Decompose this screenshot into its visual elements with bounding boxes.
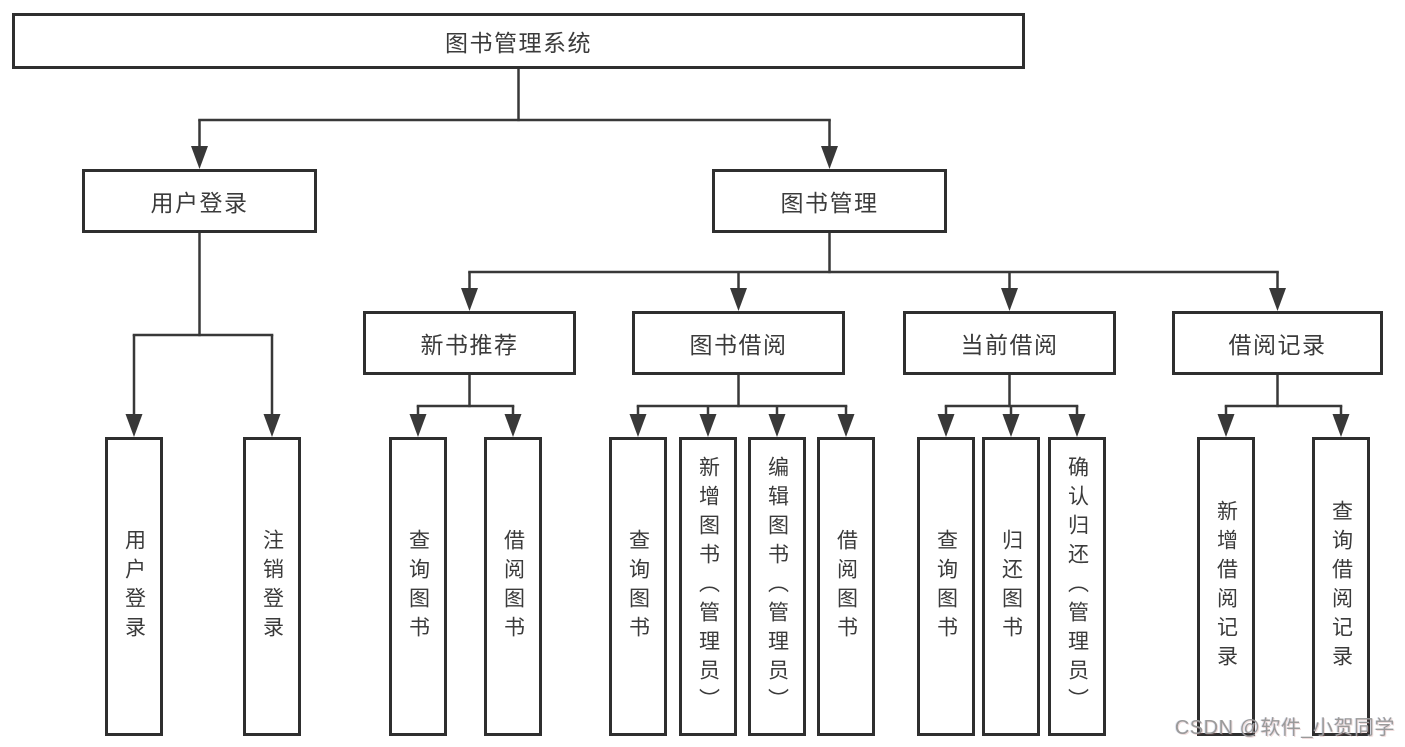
leaf-query-books-current: 查询图书 xyxy=(917,437,975,736)
leaf-query-books-recommend: 查询图书 xyxy=(389,437,447,736)
node-label: 用户登录 xyxy=(150,190,249,216)
leaf-edit-book-admin: 编辑图书（管理员） xyxy=(748,437,806,736)
node-user-login: 用户登录 xyxy=(82,169,317,233)
leaf-return-book: 归还图书 xyxy=(982,437,1040,736)
node-label: 编辑图书（管理员） xyxy=(765,456,789,717)
node-book-management: 图书管理 xyxy=(712,169,947,233)
leaf-query-borrow-record: 查询借阅记录 xyxy=(1312,437,1370,736)
leaf-borrow-books: 借阅图书 xyxy=(817,437,875,736)
node-label: 查询借阅记录 xyxy=(1329,499,1353,674)
node-label: 查询图书 xyxy=(626,528,650,645)
csdn-watermark: CSDN @软件_小贺同学 xyxy=(1174,717,1395,739)
node-current-borrow: 当前借阅 xyxy=(903,311,1116,375)
arrowheads xyxy=(125,146,1350,437)
node-label: 归还图书 xyxy=(999,528,1023,645)
leaf-confirm-return-admin: 确认归还（管理员） xyxy=(1048,437,1106,736)
leaf-user-login: 用户登录 xyxy=(105,437,163,736)
node-label: 查询图书 xyxy=(406,528,430,645)
node-label: 借阅图书 xyxy=(834,528,858,645)
leaf-logout: 注销登录 xyxy=(243,437,301,736)
node-label: 图书管理 xyxy=(780,190,879,216)
leaf-add-book-admin: 新增图书（管理员） xyxy=(679,437,737,736)
node-label: 注销登录 xyxy=(260,528,284,645)
node-borrow-records: 借阅记录 xyxy=(1172,311,1383,375)
node-label: 借阅记录 xyxy=(1228,332,1327,358)
node-label: 新增图书（管理员） xyxy=(696,456,720,717)
node-label: 新书推荐 xyxy=(420,332,519,358)
leaf-borrow-books-recommend: 借阅图书 xyxy=(484,437,542,736)
node-label: 查询图书 xyxy=(934,528,958,645)
leaf-query-books-borrow: 查询图书 xyxy=(609,437,667,736)
node-label: 当前借阅 xyxy=(960,332,1059,358)
node-label: 图书管理系统 xyxy=(445,30,592,56)
node-label: 借阅图书 xyxy=(501,528,525,645)
node-label: 新增借阅记录 xyxy=(1214,499,1238,674)
node-book-borrow: 图书借阅 xyxy=(632,311,845,375)
node-new-book-recommend: 新书推荐 xyxy=(363,311,576,375)
node-library-system: 图书管理系统 xyxy=(12,13,1025,69)
node-label: 确认归还（管理员） xyxy=(1065,456,1089,717)
node-label: 图书借阅 xyxy=(689,332,788,358)
leaf-add-borrow-record: 新增借阅记录 xyxy=(1197,437,1255,736)
node-label: 用户登录 xyxy=(122,528,146,645)
